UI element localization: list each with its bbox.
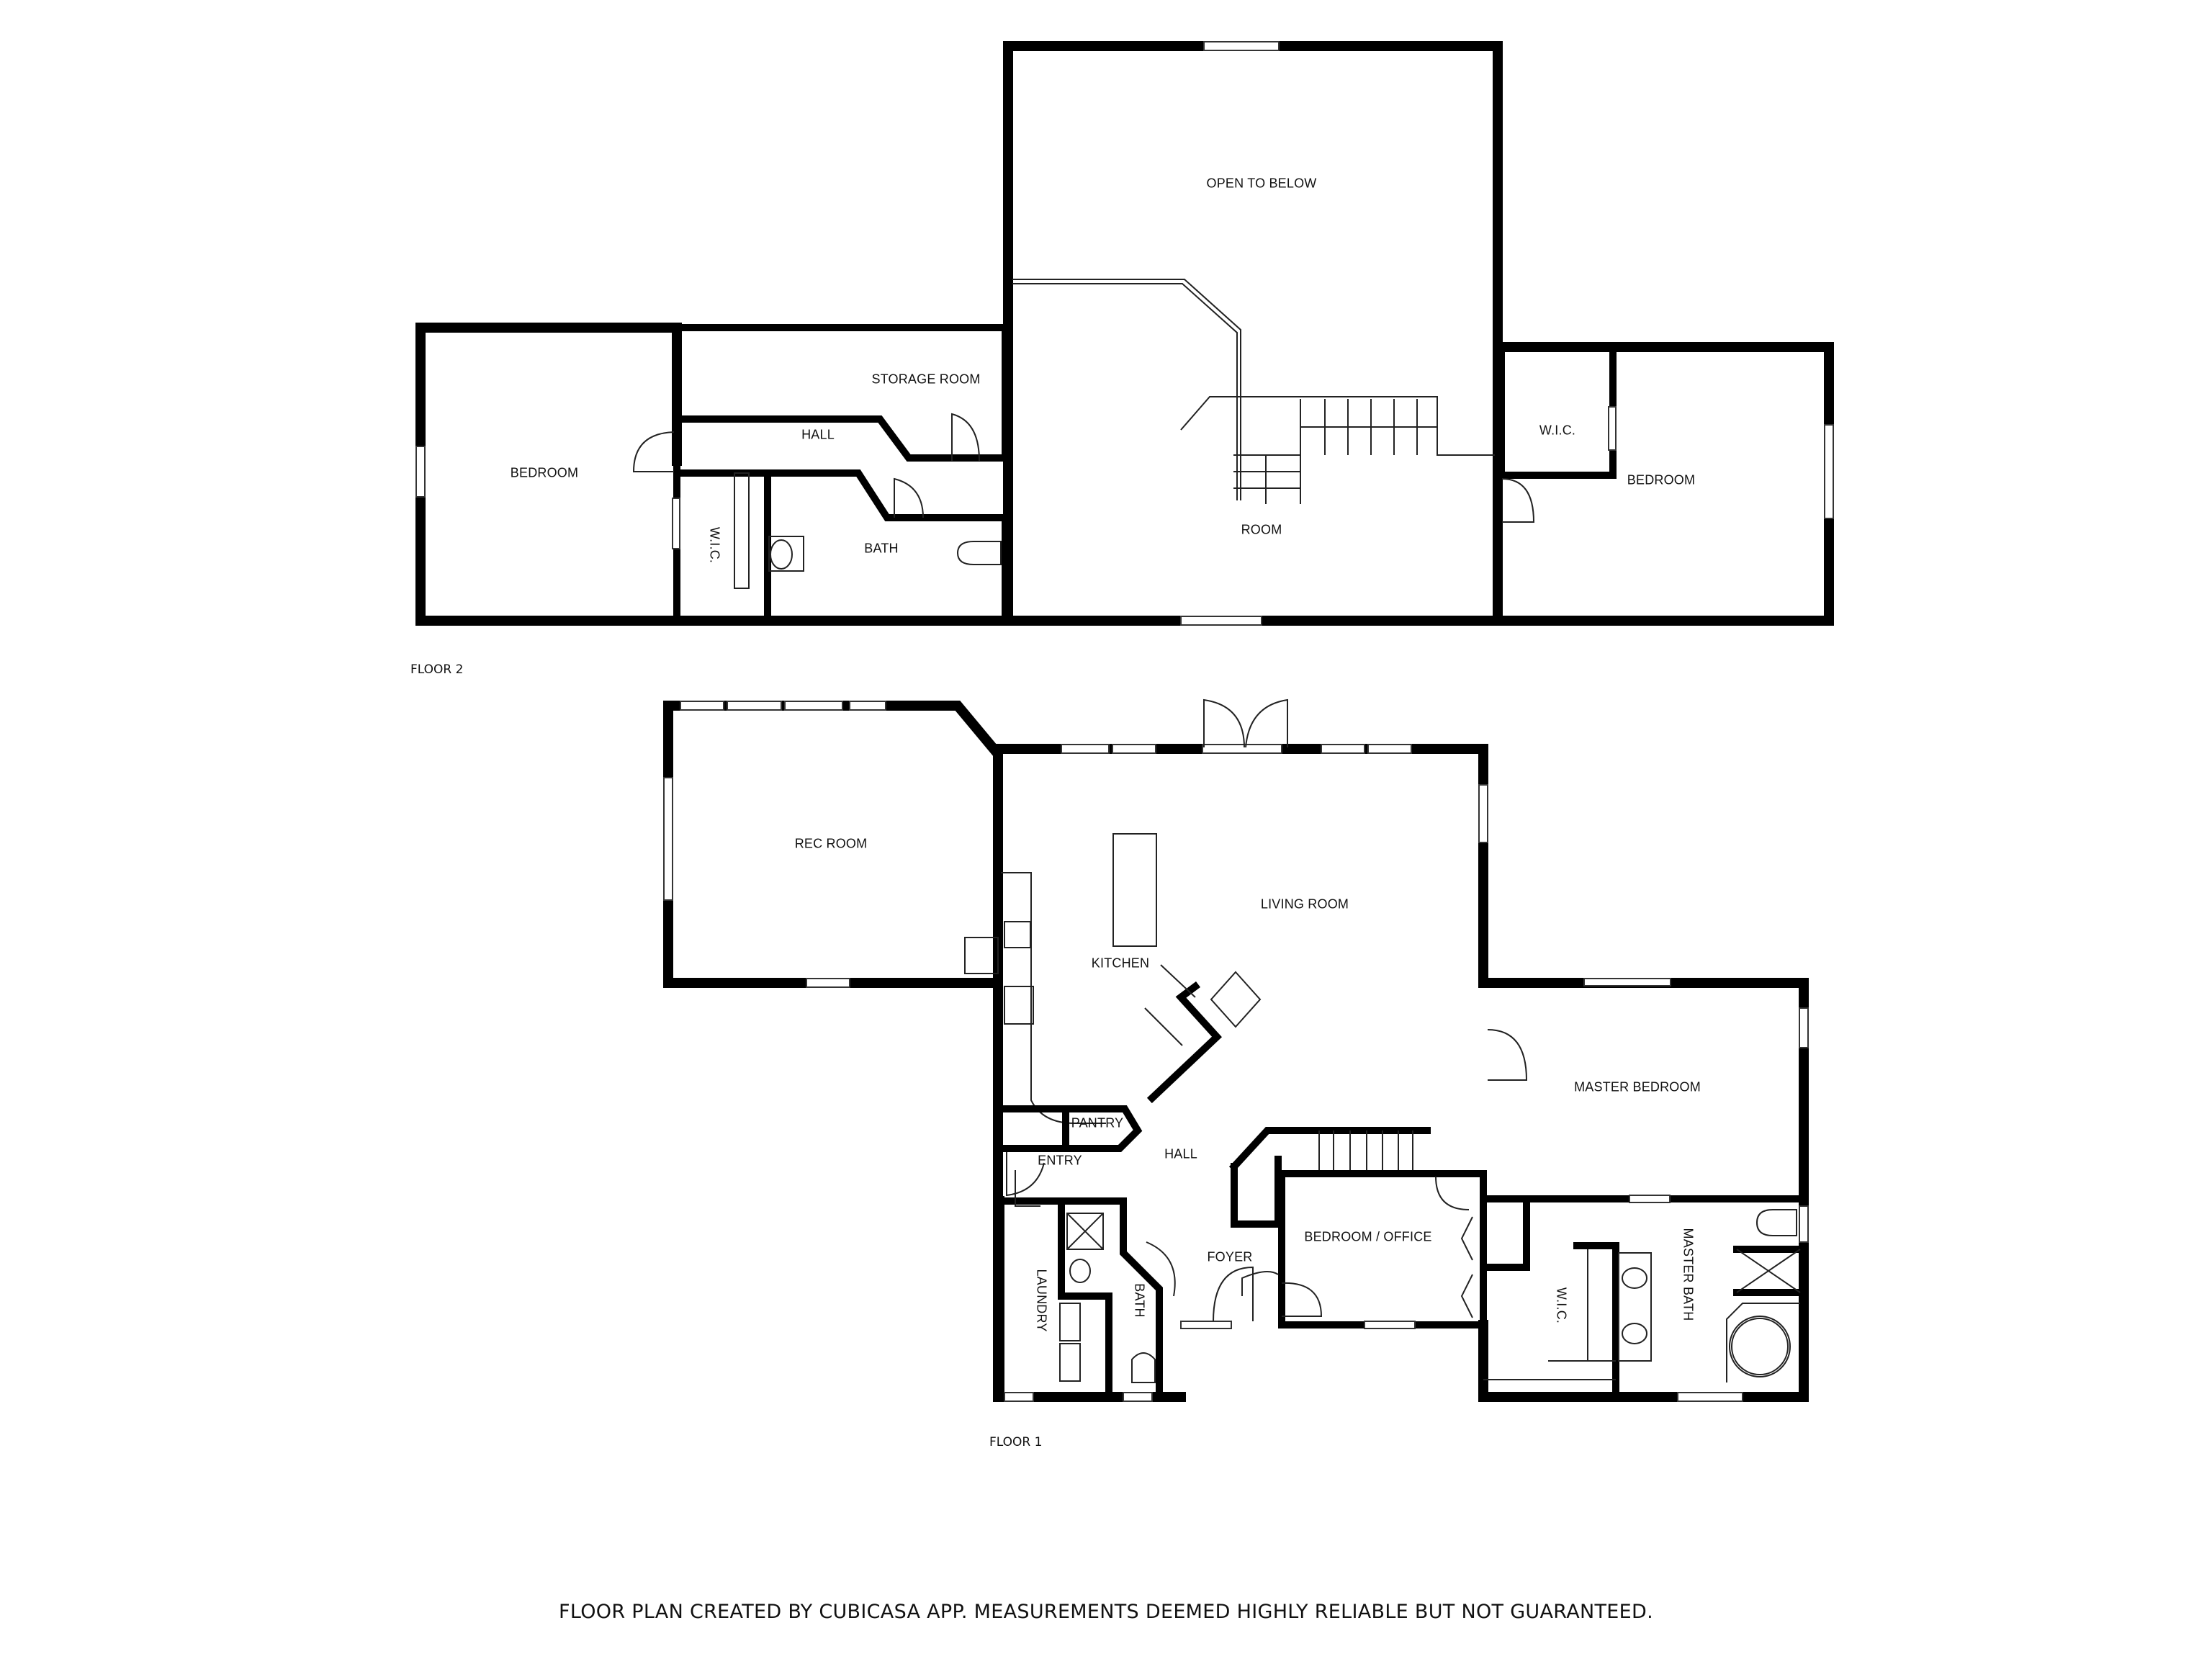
room-label-bath-floor1: BATH: [1132, 1283, 1147, 1318]
room-label-bedroom-west: BEDROOM: [510, 465, 579, 480]
room-label-master-bedroom: MASTER BEDROOM: [1574, 1079, 1701, 1094]
floor-2-label: FLOOR 2: [410, 662, 464, 677]
room-label-room: ROOM: [1241, 522, 1282, 537]
room-label-wic-west: W.I.C.: [707, 526, 722, 564]
room-label-hall-floor1: HALL: [1164, 1146, 1197, 1161]
room-label-bath-floor2: BATH: [864, 541, 899, 556]
disclaimer-footer: FLOOR PLAN CREATED BY CUBICASA APP. MEAS…: [559, 1601, 1653, 1623]
room-label-open-to-below: OPEN TO BELOW: [1206, 176, 1317, 191]
room-label-laundry: LAUNDRY: [1034, 1269, 1049, 1332]
room-label-kitchen: KITCHEN: [1091, 956, 1150, 971]
room-label-foyer: FOYER: [1207, 1249, 1253, 1264]
room-label-bedroom-office: BEDROOM / OFFICE: [1304, 1229, 1432, 1244]
room-label-pantry: PANTRY: [1071, 1115, 1124, 1130]
room-label-entry: ENTRY: [1038, 1153, 1082, 1168]
room-label-bedroom-east: BEDROOM: [1627, 472, 1696, 487]
room-label-wic-east: W.I.C.: [1539, 423, 1576, 438]
floor-1-label: FLOOR 1: [989, 1435, 1043, 1449]
room-label-living-room: LIVING ROOM: [1260, 896, 1349, 912]
room-label-rec-room: REC ROOM: [794, 836, 868, 851]
floor-2-plan: [415, 41, 1834, 626]
room-label-hall-floor2: HALL: [801, 427, 835, 442]
room-label-wic-master: W.I.C.: [1554, 1287, 1569, 1324]
room-label-storage-room: STORAGE ROOM: [871, 372, 981, 387]
room-label-master-bath: MASTER BATH: [1681, 1228, 1696, 1321]
floor-1-plan: [663, 698, 1809, 1402]
